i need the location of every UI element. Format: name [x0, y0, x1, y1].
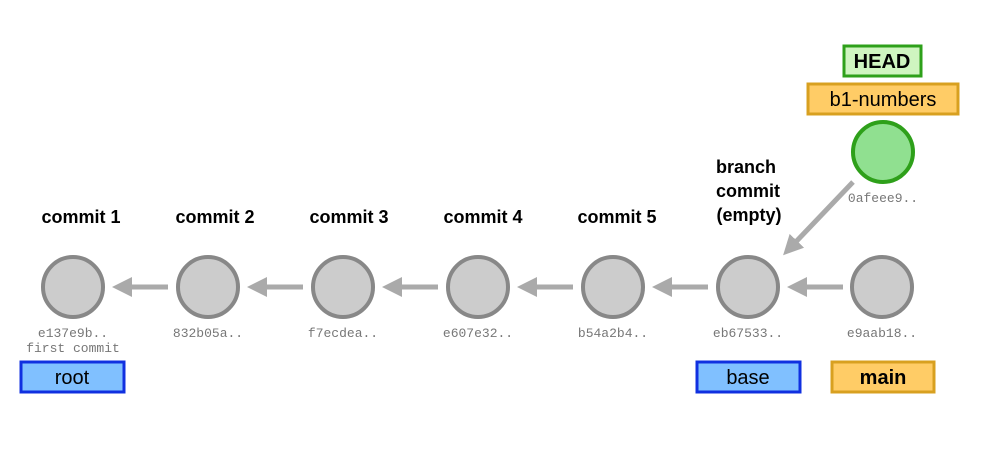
tag-main[interactable]: main — [830, 360, 936, 394]
tag-main-box — [830, 360, 936, 394]
commit-hash-7: e9aab18.. — [847, 326, 917, 341]
tag-b1-numbers-box — [806, 82, 960, 116]
commit-node-branch[interactable] — [851, 120, 915, 184]
commit-titles: commit 1 commit 2 commit 3 commit 4 comm… — [41, 157, 781, 227]
tag-root[interactable]: root — [19, 360, 126, 394]
commit-node-3[interactable] — [311, 255, 375, 319]
tag-head[interactable]: HEAD — [842, 44, 923, 78]
commit-hashes: e137e9b.. first commit 832b05a.. f7ecdea… — [26, 191, 918, 356]
commit-arrows — [112, 180, 855, 297]
tag-base-box — [695, 360, 802, 394]
commit-hash-2: 832b05a.. — [173, 326, 243, 341]
tag-base-label: base — [726, 367, 769, 389]
commit-hash-6: eb67533.. — [713, 326, 783, 341]
arrow-branch-to-6 — [783, 180, 855, 256]
tag-root-label: root — [55, 367, 90, 389]
commit-title-3: commit 3 — [309, 207, 388, 227]
ref-tags: root base main b1-numbers HEAD — [19, 44, 960, 394]
tag-b1-numbers-label: b1-numbers — [830, 89, 937, 111]
commit-hash-3: f7ecdea.. — [308, 326, 378, 341]
commit-title-6-line-1: branch — [716, 157, 776, 177]
tag-head-label: HEAD — [854, 51, 911, 73]
commit-title-4: commit 4 — [443, 207, 522, 227]
commit-node-4[interactable] — [446, 255, 510, 319]
commit-title-6-line-3: (empty) — [716, 205, 781, 225]
commit-node-1[interactable] — [41, 255, 105, 319]
commit-hash-4: e607e32.. — [443, 326, 513, 341]
commit-note-1: first commit — [26, 341, 120, 356]
commit-node-5[interactable] — [581, 255, 645, 319]
commit-node-2[interactable] — [176, 255, 240, 319]
tag-base[interactable]: base — [695, 360, 802, 394]
commit-nodes — [41, 120, 915, 319]
commit-title-5: commit 5 — [577, 207, 656, 227]
commit-title-1: commit 1 — [41, 207, 120, 227]
commit-title-2: commit 2 — [175, 207, 254, 227]
tag-main-label: main — [860, 367, 907, 389]
commit-hash-1: e137e9b.. — [38, 326, 108, 341]
commit-node-6[interactable] — [716, 255, 780, 319]
tag-root-box — [19, 360, 126, 394]
branch-commit-hash: 0afeee9.. — [848, 191, 918, 206]
commit-hash-5: b54a2b4.. — [578, 326, 648, 341]
commit-node-7[interactable] — [850, 255, 914, 319]
commit-title-6-line-2: commit — [716, 181, 780, 201]
tag-head-box — [842, 44, 923, 78]
tag-b1-numbers[interactable]: b1-numbers — [806, 82, 960, 116]
